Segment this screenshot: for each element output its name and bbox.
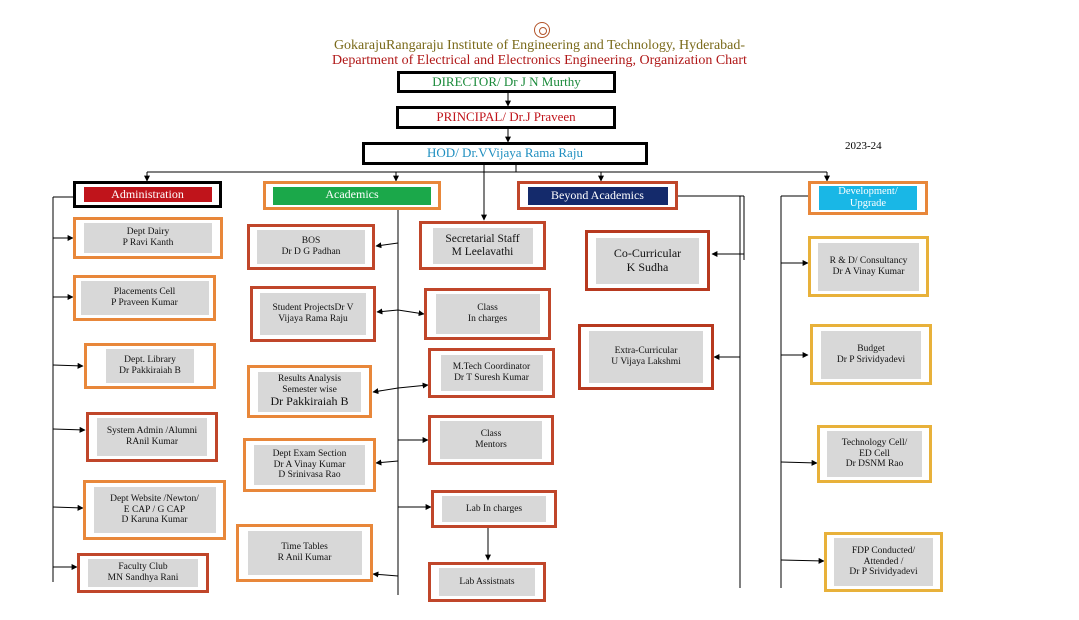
dev-item-title: Technology Cell/: [841, 438, 908, 449]
academic-item-title: Student ProjectsDr V: [272, 303, 354, 314]
academic-item-person: R Anil Kumar: [277, 553, 332, 563]
academic-item-title: Class: [477, 303, 498, 314]
dev-item-person: Dr DSNM Rao: [845, 459, 904, 470]
dev-item-person: Dr P Srividyadevi: [849, 567, 918, 578]
admin-item-title: Placements Cell: [113, 287, 176, 298]
admin-item-title: Faculty Club: [118, 562, 168, 573]
academic-item-mtech-coordinator: M.Tech Coordinator Dr T Suresh Kumar: [428, 348, 555, 398]
academic-item-title: BOS: [301, 236, 321, 247]
category-academics: Academics: [263, 181, 441, 210]
admin-item-title: Dept Website /Newton/: [110, 494, 199, 505]
category-beyond-academics: Beyond Academics: [517, 181, 678, 210]
academic-item-person: Vijaya Rama Raju: [278, 314, 348, 324]
principal-label: PRINCIPAL/ Dr.J Praveen: [436, 109, 576, 125]
academics-label: Academics: [273, 186, 431, 205]
dev-item-title: Budget: [857, 343, 885, 354]
admin-item-title: Dept Dairy: [126, 227, 170, 238]
beyond-item-person: U Vijaya Lakshmi: [611, 357, 681, 367]
admin-item-person: RAnil Kumar: [126, 437, 178, 447]
dev-item-technology-cell: Technology Cell/ ED Cell Dr DSNM Rao: [817, 425, 932, 483]
admin-item-placements: Placements Cell P Praveen Kumar: [73, 275, 216, 321]
academic-item-time-tables: Time Tables R Anil Kumar: [236, 524, 373, 582]
beyond-item-title: Co-Curricular: [613, 246, 682, 261]
beyond-item-co-curricular: Co-Curricular K Sudha: [585, 230, 710, 291]
academic-item-subtitle: In charges: [467, 314, 508, 324]
admin-item-person: Dr Pakkiraiah B: [119, 366, 181, 376]
admin-item-faculty-club: Faculty Club MN Sandhya Rani: [77, 553, 209, 593]
admin-item-subtitle: E CAP / G CAP: [123, 504, 186, 515]
admin-item-dept-dairy: Dept Dairy P Ravi Kanth: [73, 217, 223, 259]
beyond-item-extra-curricular: Extra-Curricular U Vijaya Lakshmi: [578, 324, 714, 390]
hod-box: HOD/ Dr.VVijaya Rama Raju: [362, 142, 648, 165]
development-label: Development/ Upgrade: [819, 186, 917, 210]
category-development: Development/ Upgrade: [808, 181, 928, 215]
academic-item-title: M.Tech Coordinator: [452, 362, 531, 373]
academic-item-title: Results Analysis: [277, 374, 342, 385]
academic-item-person: Dr T Suresh Kumar: [454, 373, 529, 383]
academic-item-student-projects: Student ProjectsDr V Vijaya Rama Raju: [250, 286, 376, 342]
beyond-academics-label: Beyond Academics: [527, 186, 668, 205]
academic-item-person: Dr D G Padhan: [281, 247, 341, 257]
academic-item-subtitle: Semester wise: [282, 384, 337, 395]
director-label: DIRECTOR/ Dr J N Murthy: [432, 73, 581, 89]
academic-item-subtitle: Mentors: [475, 440, 507, 450]
dev-item-rnd-consultancy: R & D/ Consultancy Dr A Vinay Kumar: [808, 236, 929, 297]
academic-item-lab-assistants: Lab Assistnats: [428, 562, 546, 602]
academic-item-bos: BOS Dr D G Padhan: [247, 224, 375, 270]
admin-item-website: Dept Website /Newton/ E CAP / G CAP D Ka…: [83, 480, 226, 540]
academic-item-title: Lab In charges: [465, 503, 523, 514]
development-label-line1: Development/: [838, 186, 898, 197]
academic-item-person: Dr Pakkiraiah B: [270, 394, 349, 409]
dev-item-subtitle: ED Cell: [859, 448, 890, 459]
academic-item-title: Dept Exam Section: [272, 449, 347, 460]
dev-item-person: Dr P Srividyadevi: [836, 354, 906, 365]
principal-box: PRINCIPAL/ Dr.J Praveen: [396, 106, 616, 129]
academic-year: 2023-24: [845, 140, 882, 152]
academic-item-title: Secretarial Staff: [445, 232, 520, 245]
development-label-line2: Upgrade: [849, 198, 887, 209]
institute-logo-icon: [534, 22, 550, 38]
beyond-item-title: Extra-Curricular: [614, 346, 678, 357]
academic-item-class-in-charges: Class In charges: [424, 288, 551, 340]
academic-item-secretarial-staff: Secretarial Staff M Leelavathi: [419, 221, 546, 270]
academic-item-exam-section: Dept Exam Section Dr A Vinay Kumar D Sri…: [243, 438, 376, 492]
academic-item-lab-in-charges: Lab In charges: [431, 490, 557, 528]
beyond-item-person: K Sudha: [626, 259, 669, 274]
academic-item-title: Class: [480, 429, 502, 440]
academic-item-title: Time Tables: [281, 542, 328, 553]
admin-item-title: System Admin /Alumni: [106, 426, 198, 437]
category-administration: Administration: [73, 181, 222, 208]
hod-label: HOD/ Dr.VVijaya Rama Raju: [427, 145, 583, 161]
admin-item-person: D Karuna Kumar: [121, 515, 188, 526]
chart-title-department: Department of Electrical and Electronics…: [332, 53, 747, 68]
dev-item-title: FDP Conducted/: [851, 546, 916, 557]
dev-item-subtitle: Attended /: [863, 556, 904, 567]
chart-title-institute: GokarajuRangaraju Institute of Engineeri…: [333, 38, 746, 53]
administration-label: Administration: [83, 187, 212, 202]
academic-item-class-mentors: Class Mentors: [428, 415, 554, 465]
dev-item-budget: Budget Dr P Srividyadevi: [810, 324, 932, 385]
director-box: DIRECTOR/ Dr J N Murthy: [397, 71, 616, 93]
admin-item-title: Dept. Library: [124, 355, 176, 366]
admin-item-system-admin: System Admin /Alumni RAnil Kumar: [86, 412, 218, 462]
academic-item-person: Dr A Vinay Kumar: [273, 459, 346, 470]
admin-item-person: P Ravi Kanth: [122, 238, 174, 248]
admin-item-library: Dept. Library Dr Pakkiraiah B: [84, 343, 216, 389]
admin-item-person: P Praveen Kumar: [111, 298, 178, 308]
academic-item-title: Lab Assistnats: [459, 576, 515, 587]
admin-item-person: MN Sandhya Rani: [107, 573, 179, 583]
dev-item-fdp: FDP Conducted/ Attended / Dr P Srividyad…: [824, 532, 943, 592]
dev-item-title: R & D/ Consultancy: [829, 255, 908, 266]
dev-item-person: Dr A Vinay Kumar: [832, 266, 905, 277]
academic-item-results-analysis: Results Analysis Semester wise Dr Pakkir…: [247, 365, 372, 418]
academic-item-person: D Srinivasa Rao: [278, 470, 341, 481]
academic-item-person: M Leelavathi: [451, 245, 514, 258]
